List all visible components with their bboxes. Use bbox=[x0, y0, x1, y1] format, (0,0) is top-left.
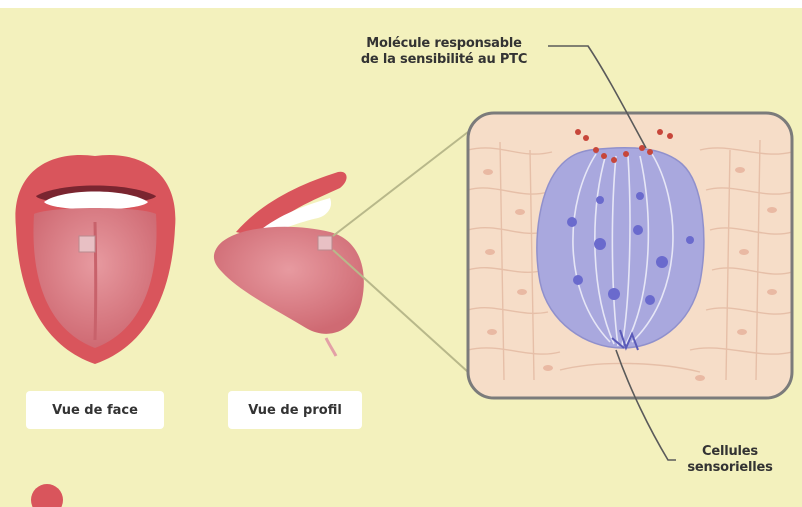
taste-bud-body bbox=[537, 148, 704, 348]
front-taste-spot bbox=[79, 236, 95, 252]
magnified-taste-bud bbox=[468, 113, 792, 398]
front-view-label: Vue de face bbox=[26, 391, 164, 429]
molecule-label-line1: Molécule responsable bbox=[330, 36, 558, 52]
profile-view-label: Vue de profil bbox=[228, 391, 362, 429]
sensory-cells-label-line1: Cellules bbox=[668, 444, 792, 460]
sensory-cells-label: Cellules sensorielles bbox=[668, 444, 792, 476]
sensory-cells-label-line2: sensorielles bbox=[668, 460, 792, 476]
molecule-label: Molécule responsable de la sensibilité a… bbox=[330, 36, 558, 68]
zoom-line-top bbox=[333, 132, 468, 236]
profile-taste-spot bbox=[318, 236, 332, 250]
profile-view-tongue bbox=[214, 172, 364, 356]
molecule-label-line2: de la sensibilité au PTC bbox=[330, 52, 558, 68]
profile-chin-stroke bbox=[326, 338, 336, 356]
profile-tongue-body bbox=[214, 227, 364, 334]
corner-decoration bbox=[31, 484, 63, 507]
front-view-tongue bbox=[15, 155, 175, 364]
